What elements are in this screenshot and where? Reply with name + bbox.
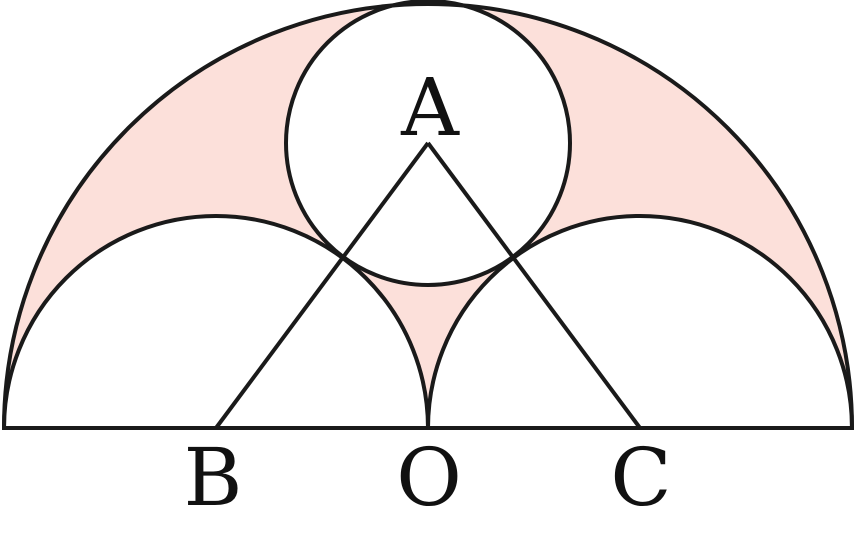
label-o: O [396,431,462,524]
label-c: C [610,431,671,524]
left-semicircle [2,214,430,429]
shaded-region [4,0,852,429]
segment-ab [214,141,430,430]
segment-ac [426,141,642,430]
outer-semicircle [2,2,854,429]
circle-a [284,0,572,287]
right-semicircle [426,214,854,429]
label-a: A [400,61,460,154]
label-b: B [184,431,243,524]
